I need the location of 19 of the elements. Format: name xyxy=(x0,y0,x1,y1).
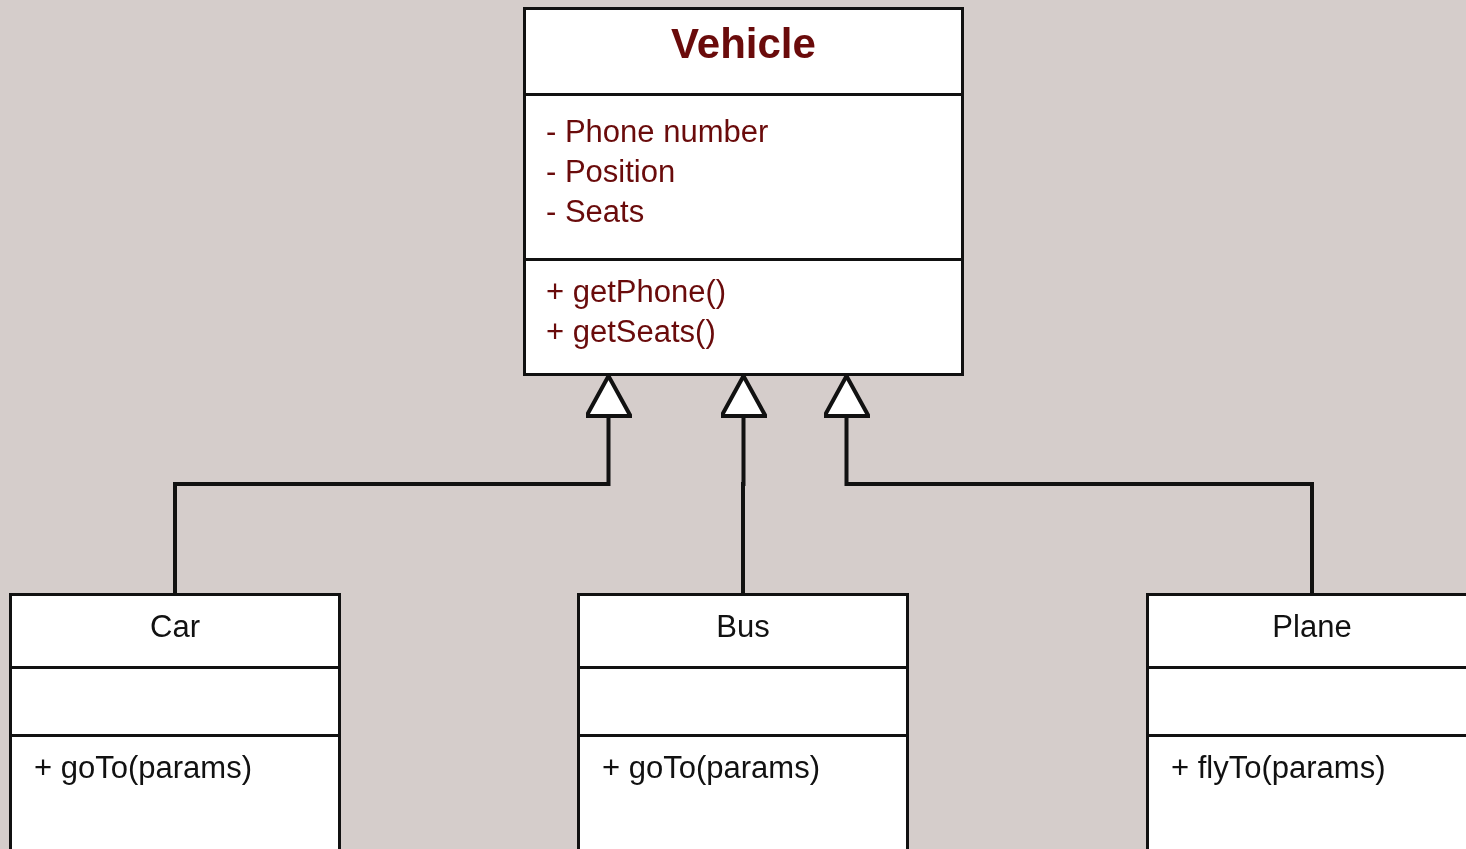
class-box xyxy=(577,593,909,849)
attribute-text: - Position xyxy=(546,154,676,190)
inheritance-arrow xyxy=(173,374,633,593)
class-box xyxy=(1146,593,1466,849)
method-text: + goTo(params) xyxy=(602,750,820,786)
class-box xyxy=(9,593,341,849)
method-text: + getSeats() xyxy=(546,314,716,350)
method-text: + flyTo(params) xyxy=(1171,750,1386,786)
class-name: Vehicle xyxy=(670,20,817,68)
attribute-text: - Phone number xyxy=(546,114,769,150)
method-text: + getPhone() xyxy=(546,274,727,310)
method-text: + goTo(params) xyxy=(34,750,252,786)
class-name: Car xyxy=(149,609,201,645)
inheritance-arrow xyxy=(822,374,1314,593)
class-name: Plane xyxy=(1271,609,1353,645)
class-name: Bus xyxy=(715,609,771,645)
attribute-text: - Seats xyxy=(546,194,645,230)
class-box xyxy=(523,7,964,376)
inheritance-arrow xyxy=(719,374,768,593)
